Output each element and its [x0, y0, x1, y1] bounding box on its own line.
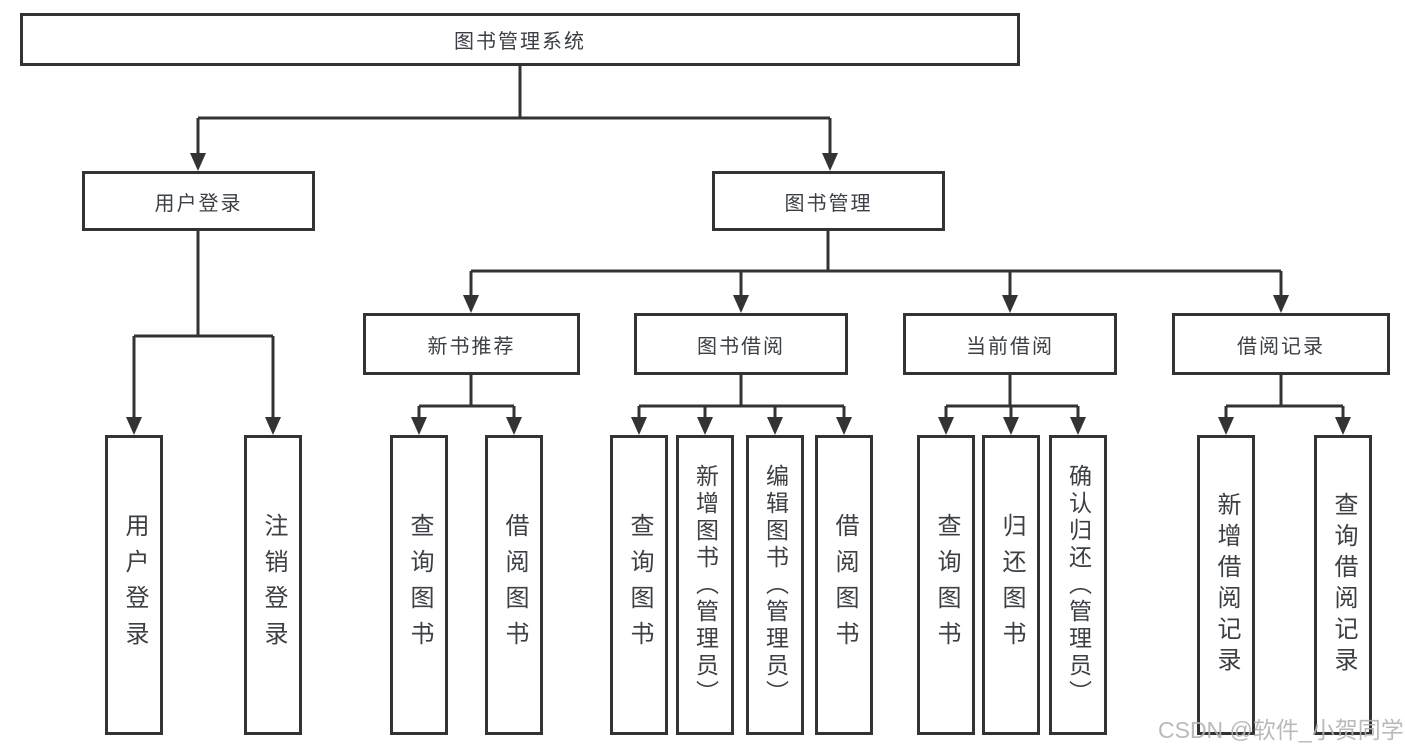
arrowhead: [767, 417, 783, 435]
node-new-book-rec-label: 新书推荐: [427, 335, 516, 358]
leaf-confirm-return-admin-label: 确认归还（管理员）: [1065, 463, 1092, 707]
arrowhead: [836, 417, 852, 435]
arrowhead: [938, 417, 954, 435]
leaf-add-borrow-record: 新增借阅记录: [1197, 435, 1255, 735]
arrowhead: [126, 417, 142, 435]
node-new-book-rec: 新书推荐: [363, 313, 580, 375]
leaf-user-login: 用户登录: [105, 435, 163, 735]
arrowhead: [1002, 295, 1018, 313]
leaf-borrow-book: 借阅图书: [815, 435, 873, 735]
leaf-confirm-return-admin: 确认归还（管理员）: [1049, 435, 1107, 735]
arrowhead: [1003, 417, 1019, 435]
node-book-mgmt: 图书管理: [712, 171, 945, 231]
arrowhead: [463, 295, 479, 313]
arrowhead: [190, 153, 206, 171]
leaf-return-book: 归还图书: [982, 435, 1040, 735]
connector-current-borrow-to-leaves: [938, 375, 1086, 435]
leaf-query-book-rec-label: 查询图书: [406, 513, 433, 657]
node-current-borrow-label: 当前借阅: [966, 335, 1054, 358]
leaf-add-borrow-record-label: 新增借阅记录: [1213, 492, 1240, 678]
leaf-query-book-current-label: 查询图书: [933, 513, 960, 657]
leaf-logout-label: 注销登录: [260, 513, 287, 657]
connector-borrow-record-to-leaves: [1218, 375, 1351, 435]
arrowhead: [265, 417, 281, 435]
arrowhead: [697, 417, 713, 435]
node-borrow-record-label: 借阅记录: [1237, 335, 1325, 358]
leaf-query-book-borrow-label: 查询图书: [626, 513, 653, 657]
arrowhead: [1218, 417, 1234, 435]
connector-book-borrow-to-leaves: [631, 375, 852, 435]
arrowhead: [1335, 417, 1351, 435]
arrowhead: [733, 295, 749, 313]
node-book-borrow-label: 图书借阅: [697, 335, 785, 358]
node-borrow-record: 借阅记录: [1172, 313, 1390, 375]
leaf-query-borrow-record-label: 查询借阅记录: [1330, 492, 1357, 678]
node-book-borrow: 图书借阅: [634, 313, 848, 375]
arrowhead: [506, 417, 522, 435]
leaf-edit-book-admin-label: 编辑图书（管理员）: [762, 463, 789, 707]
connector-new-book-rec-to-leaves: [411, 375, 522, 435]
leaf-logout: 注销登录: [244, 435, 302, 735]
leaf-add-book-admin-label: 新增图书（管理员）: [692, 463, 719, 707]
node-user-login: 用户登录: [82, 171, 315, 231]
connector-root-to-level2: [190, 66, 838, 171]
node-root-label: 图书管理系统: [454, 31, 586, 53]
arrowhead: [631, 417, 647, 435]
connector-book-mgmt-to-level3: [463, 231, 1289, 313]
leaf-edit-book-admin: 编辑图书（管理员）: [746, 435, 804, 735]
leaf-query-borrow-record: 查询借阅记录: [1314, 435, 1372, 735]
leaf-return-book-label: 归还图书: [998, 513, 1025, 657]
connector-user-login-to-leaves: [126, 231, 281, 435]
leaf-query-book-rec: 查询图书: [390, 435, 448, 735]
node-user-login-label: 用户登录: [154, 192, 243, 215]
arrowhead: [411, 417, 427, 435]
csdn-watermark: CSDN @软件_小贺同学: [1158, 717, 1404, 743]
leaf-query-book-current: 查询图书: [917, 435, 975, 735]
leaf-query-book-borrow: 查询图书: [610, 435, 668, 735]
node-book-mgmt-label: 图书管理: [784, 192, 873, 215]
leaf-borrow-book-label: 借阅图书: [831, 513, 858, 657]
arrowhead: [1273, 295, 1289, 313]
leaf-add-book-admin: 新增图书（管理员）: [676, 435, 734, 735]
arrowhead: [822, 153, 838, 171]
arrowhead: [1070, 417, 1086, 435]
leaf-borrow-book-rec: 借阅图书: [485, 435, 543, 735]
leaf-borrow-book-rec-label: 借阅图书: [501, 513, 528, 657]
node-current-borrow: 当前借阅: [903, 313, 1117, 375]
leaf-user-login-label: 用户登录: [121, 513, 148, 657]
node-root-library-system: 图书管理系统: [20, 13, 1020, 66]
